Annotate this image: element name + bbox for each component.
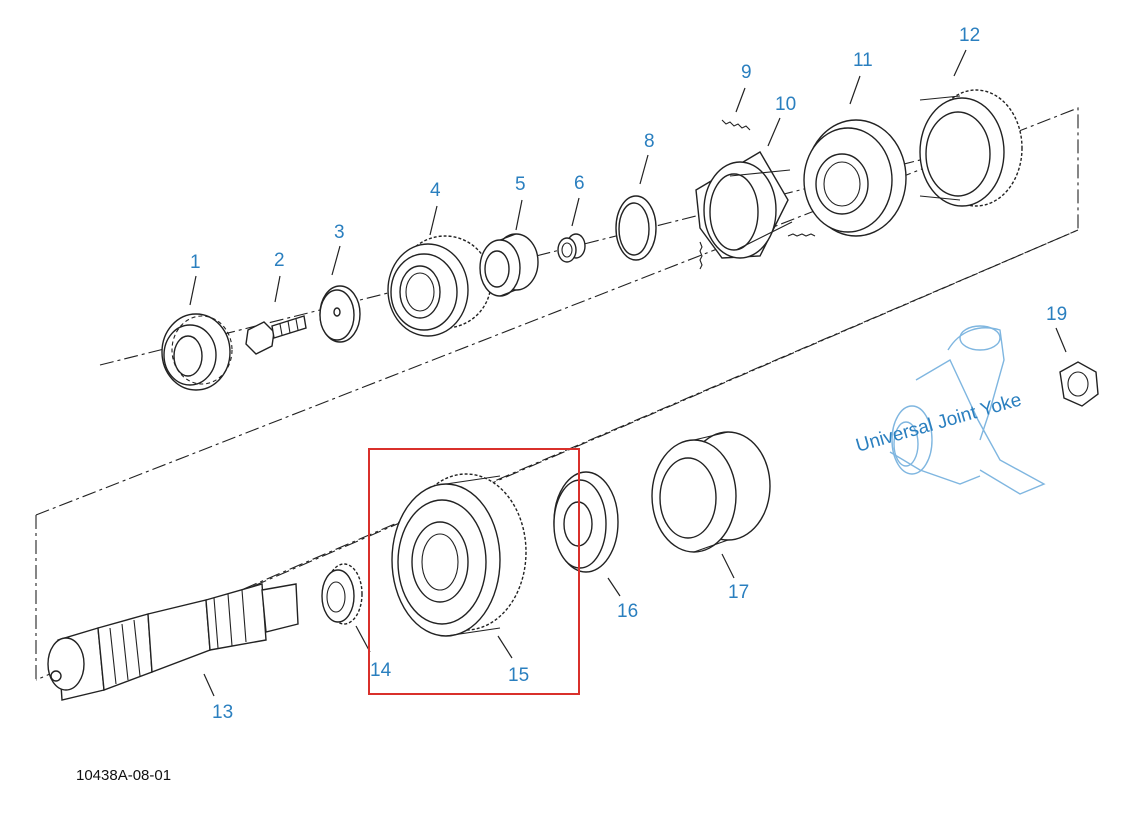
- part-5-bearing: [479, 233, 539, 297]
- part-13-main-shaft: [47, 583, 299, 701]
- callout-17: 17: [728, 582, 749, 603]
- callout-11: 11: [853, 50, 873, 71]
- assembly-axis: [35, 107, 1079, 681]
- callout-9: 9: [741, 62, 752, 83]
- callout-8: 8: [644, 131, 655, 152]
- part-15-highlight-box: [368, 448, 580, 695]
- callout-6: 6: [574, 173, 585, 194]
- callout-3: 3: [334, 222, 345, 243]
- part-1-spline-gear: [161, 313, 233, 391]
- callout-16: 16: [617, 601, 638, 622]
- callout-1: 1: [190, 252, 201, 273]
- part-10-synchronizer: [695, 151, 793, 259]
- part-12-ring-gear: [919, 89, 1023, 207]
- part-3-washer: [319, 285, 361, 343]
- part-14-small-gear: [321, 563, 363, 625]
- part-4-helical-gear: [387, 235, 492, 337]
- callout-19: 19: [1046, 304, 1067, 325]
- callout-4: 4: [430, 180, 441, 201]
- callout-13: 13: [212, 702, 233, 723]
- callout-5: 5: [515, 174, 526, 195]
- callout-2: 2: [274, 250, 285, 271]
- part-11-hub: [803, 119, 907, 237]
- part-17-bearing: [651, 431, 771, 553]
- figure-id: 10438A-08-01: [76, 767, 171, 784]
- part-15-helical-gear: [391, 473, 527, 637]
- callout-10: 10: [775, 94, 796, 115]
- part-16-thrust-washer: [553, 471, 619, 573]
- part-9-spring: [699, 119, 816, 270]
- callout-14: 14: [370, 660, 392, 681]
- part-8-snap-ring: [615, 195, 657, 261]
- leader-lines: [189, 49, 1067, 697]
- callout-15: 15: [508, 665, 529, 686]
- callout-labels: 1 2 3 4 5 6 8 9 10 11 12 13 14 15 16 17 …: [190, 25, 1067, 723]
- universal-joint-yoke-ghost: [889, 325, 1046, 495]
- part-19-nut: [1059, 361, 1099, 407]
- callout-12: 12: [959, 25, 980, 46]
- universal-joint-yoke-label: Universal Joint Yoke: [854, 389, 1024, 456]
- part-2-bolt: [245, 315, 307, 355]
- part-6-bushing: [557, 233, 586, 263]
